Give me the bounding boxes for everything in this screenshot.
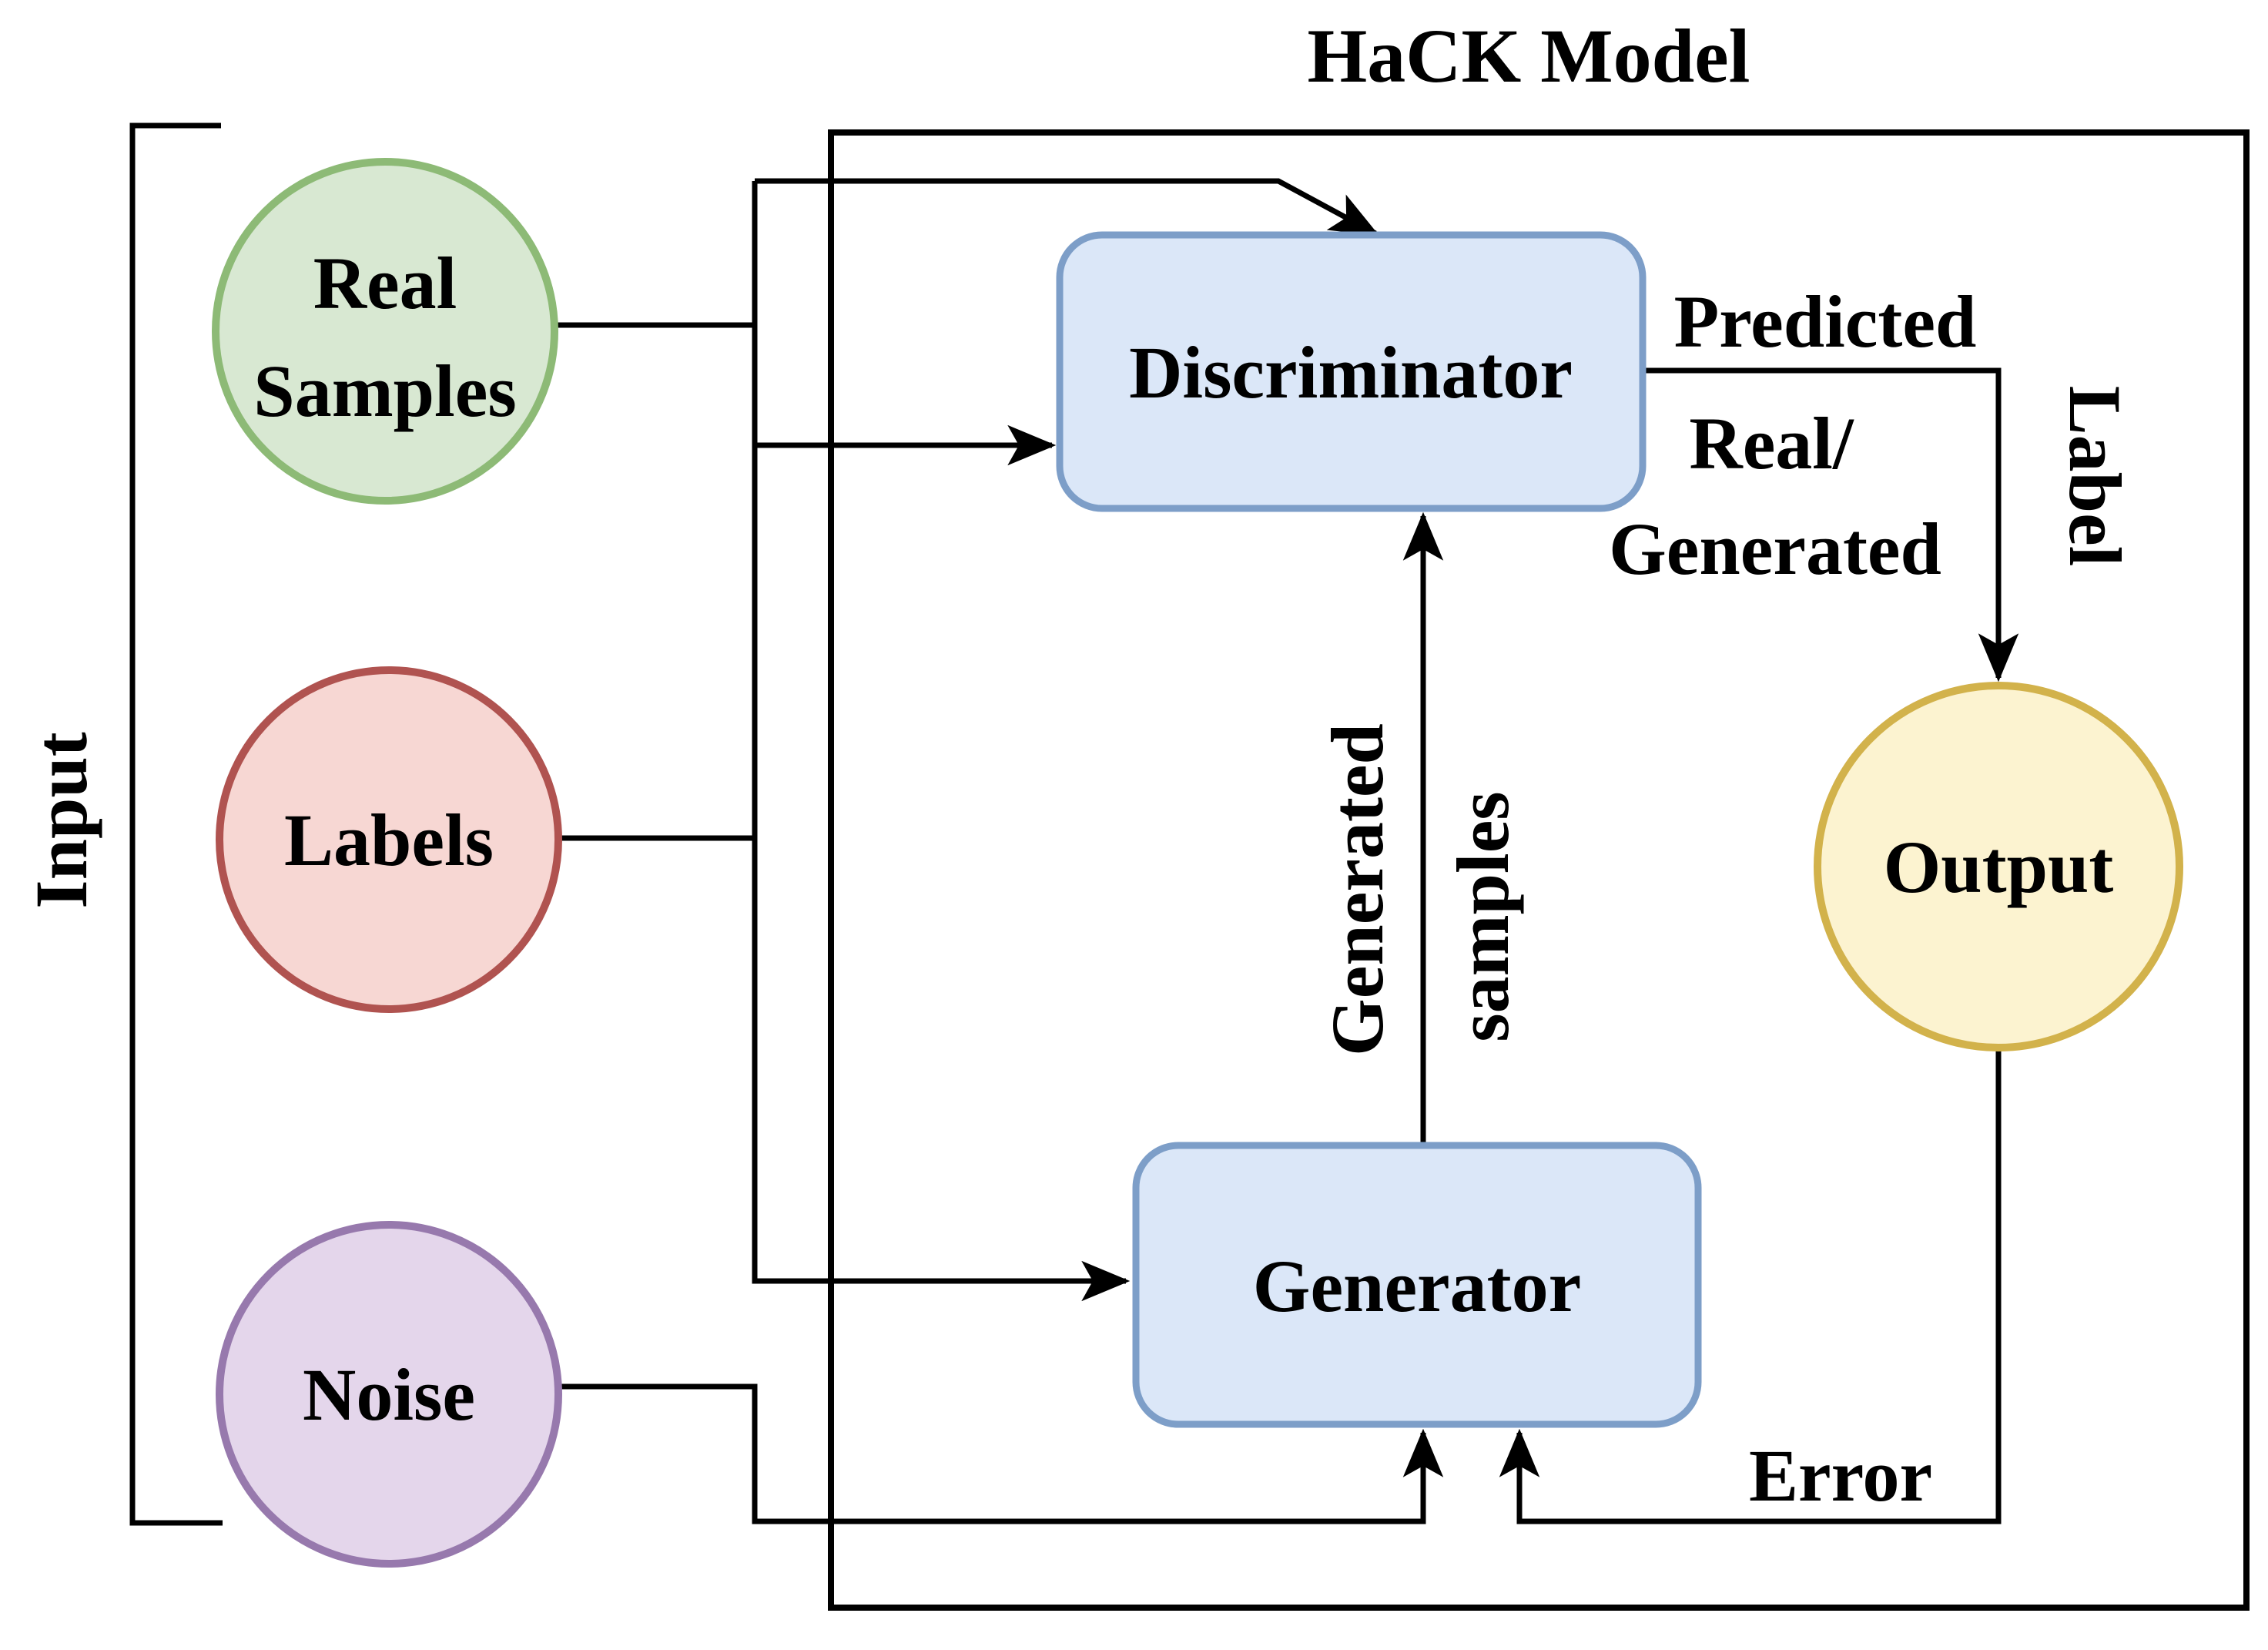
node-real-samples: Real Samples (212, 158, 558, 505)
node-noise: Noise (216, 1221, 562, 1568)
discriminator-label: Discriminator (1129, 331, 1573, 414)
predicted-label-line2: Real/ (1689, 402, 1854, 485)
noise-circle (216, 1221, 562, 1568)
edge-error-feedback (1499, 1048, 2002, 1524)
edges (553, 178, 2019, 1524)
output-label: Output (1884, 826, 2114, 908)
node-generator: Generator (1132, 1142, 1702, 1428)
output-circle (1814, 682, 2183, 1051)
label-edge-text: Label (2054, 386, 2136, 567)
edge-real-to-discriminator-top (755, 178, 1379, 236)
generated-samples-label-line2: samples (1442, 791, 1524, 1041)
generator-label: Generator (1253, 1245, 1581, 1327)
edge-labels: Predicted Real/ Generated Label Generate… (1316, 280, 2136, 1517)
real-samples-label-line2: Samples (253, 350, 516, 432)
input-bracket (129, 122, 223, 1526)
predicted-label-line1: Predicted (1674, 280, 1977, 363)
generated-samples-label-line1: Generated (1316, 723, 1399, 1056)
labels-label: Labels (284, 799, 494, 881)
error-label: Error (1749, 1434, 1932, 1517)
edge-noise-to-generator (557, 1383, 1444, 1524)
real-samples-circle (212, 158, 558, 505)
labels-circle (216, 666, 562, 1013)
noise-label: Noise (303, 1353, 475, 1436)
node-discriminator: Discriminator (1056, 231, 1647, 512)
diagram-title: HaCK Model (1308, 13, 1750, 99)
real-samples-label-line1: Real (313, 242, 457, 324)
node-labels: Labels (216, 666, 562, 1013)
discriminator-box (1056, 231, 1647, 512)
generator-box (1132, 1142, 1702, 1428)
node-output: Output (1814, 682, 2183, 1051)
input-group-label: Input (20, 732, 102, 909)
hack-model-frame (828, 129, 2250, 1611)
predicted-label-line3: Generated (1609, 508, 1941, 590)
edge-predicted-label-to-output (1643, 367, 2019, 682)
edge-junction-to-generator (752, 181, 1131, 1302)
